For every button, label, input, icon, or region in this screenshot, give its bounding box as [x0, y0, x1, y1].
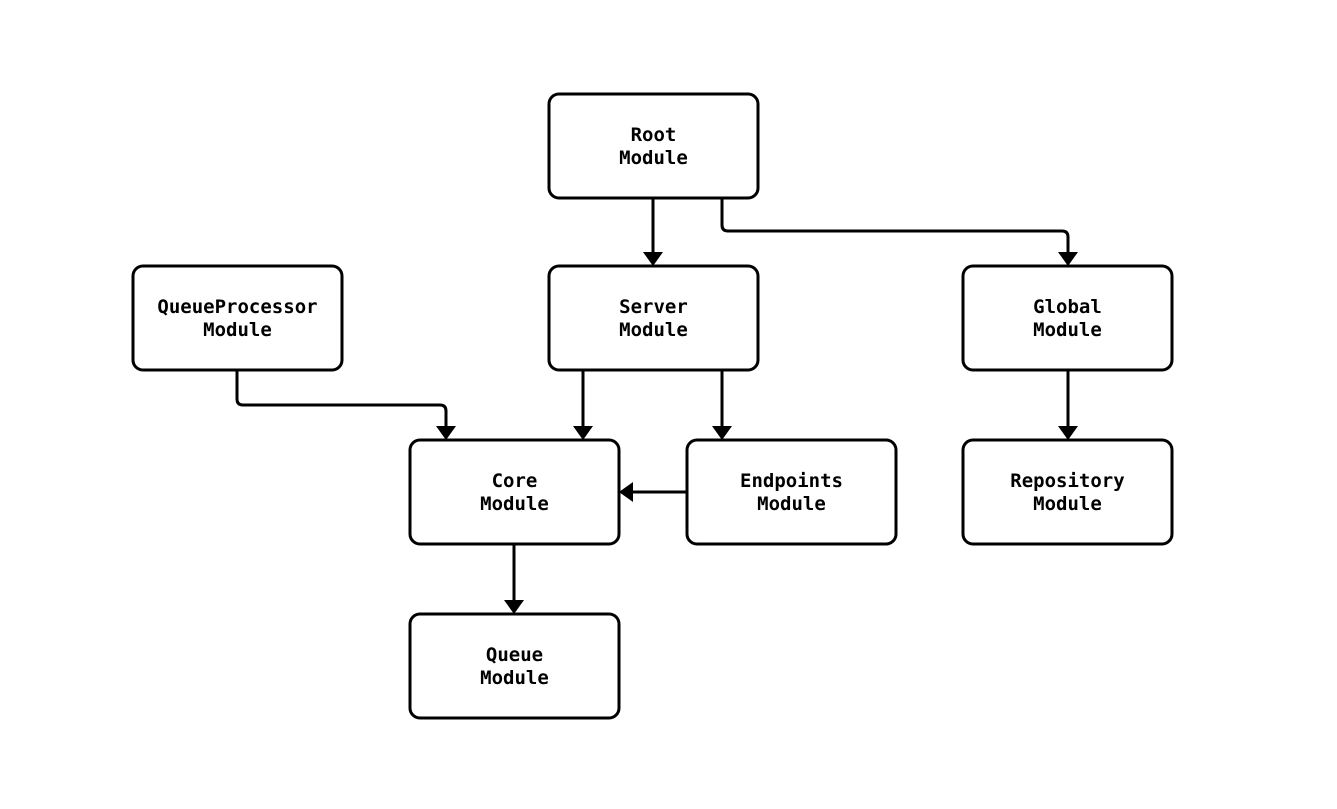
- edge-line: [235, 370, 448, 430]
- edge-core-to-queue: Core Module depends on Queue Module: [504, 544, 524, 614]
- edge-root-to-server: Root Module depends on Server Module: [643, 198, 663, 266]
- arrowhead-icon: [573, 426, 593, 440]
- arrowhead-icon: [619, 482, 633, 502]
- edge-server-to-core: Server Module depends on Core Module: [573, 370, 593, 440]
- node-label-line2: Module: [619, 319, 688, 341]
- node-box[interactable]: [547, 264, 760, 372]
- edge-endpoints-to-core: Endpoints Module depends on Core Module: [619, 482, 687, 502]
- edge-server-to-endpoints: Server Module depends on Endpoints Modul…: [712, 370, 732, 440]
- node-box[interactable]: [961, 264, 1174, 372]
- node-label-line1: QueueProcessor: [157, 296, 317, 318]
- arrowhead-icon: [436, 426, 456, 440]
- node-label-line2: Module: [619, 147, 688, 169]
- node-box[interactable]: [408, 438, 621, 546]
- edge-root-to-global: Root Module depends on Global Module: [720, 198, 1078, 266]
- node-box[interactable]: [961, 438, 1174, 546]
- node-box[interactable]: [685, 438, 898, 546]
- arrowhead-icon: [712, 426, 732, 440]
- arrowhead-icon: [1058, 252, 1078, 266]
- edge-layer: Root Module depends on Server Module Root…: [235, 198, 1078, 614]
- node-label-line1: Queue: [486, 644, 543, 666]
- node-box[interactable]: [408, 612, 621, 720]
- edge-queueprocessor-to-core: QueueProcessor Module depends on Core Mo…: [235, 370, 456, 440]
- node-label-line1: Root: [631, 124, 677, 146]
- edge-line: [720, 198, 1070, 256]
- edge-global-to-repository: Global Module depends on Repository Modu…: [1058, 370, 1078, 440]
- node-label-line1: Core: [492, 470, 538, 492]
- arrowhead-icon: [1058, 426, 1078, 440]
- node-label-line2: Module: [1033, 493, 1102, 515]
- node-label-line2: Module: [1033, 319, 1102, 341]
- node-label-line2: Module: [480, 493, 549, 515]
- node-label-line1: Global: [1033, 296, 1102, 318]
- node-label-line1: Endpoints: [740, 470, 843, 492]
- node-box[interactable]: [131, 264, 344, 372]
- node-label-line2: Module: [480, 667, 549, 689]
- arrowhead-icon: [643, 252, 663, 266]
- node-label-line1: Server: [619, 296, 688, 318]
- node-label-line1: Repository: [1010, 470, 1124, 492]
- arrowhead-icon: [504, 600, 524, 614]
- node-label-line2: Module: [757, 493, 826, 515]
- node-label-line2: Module: [203, 319, 272, 341]
- node-box[interactable]: [547, 92, 760, 200]
